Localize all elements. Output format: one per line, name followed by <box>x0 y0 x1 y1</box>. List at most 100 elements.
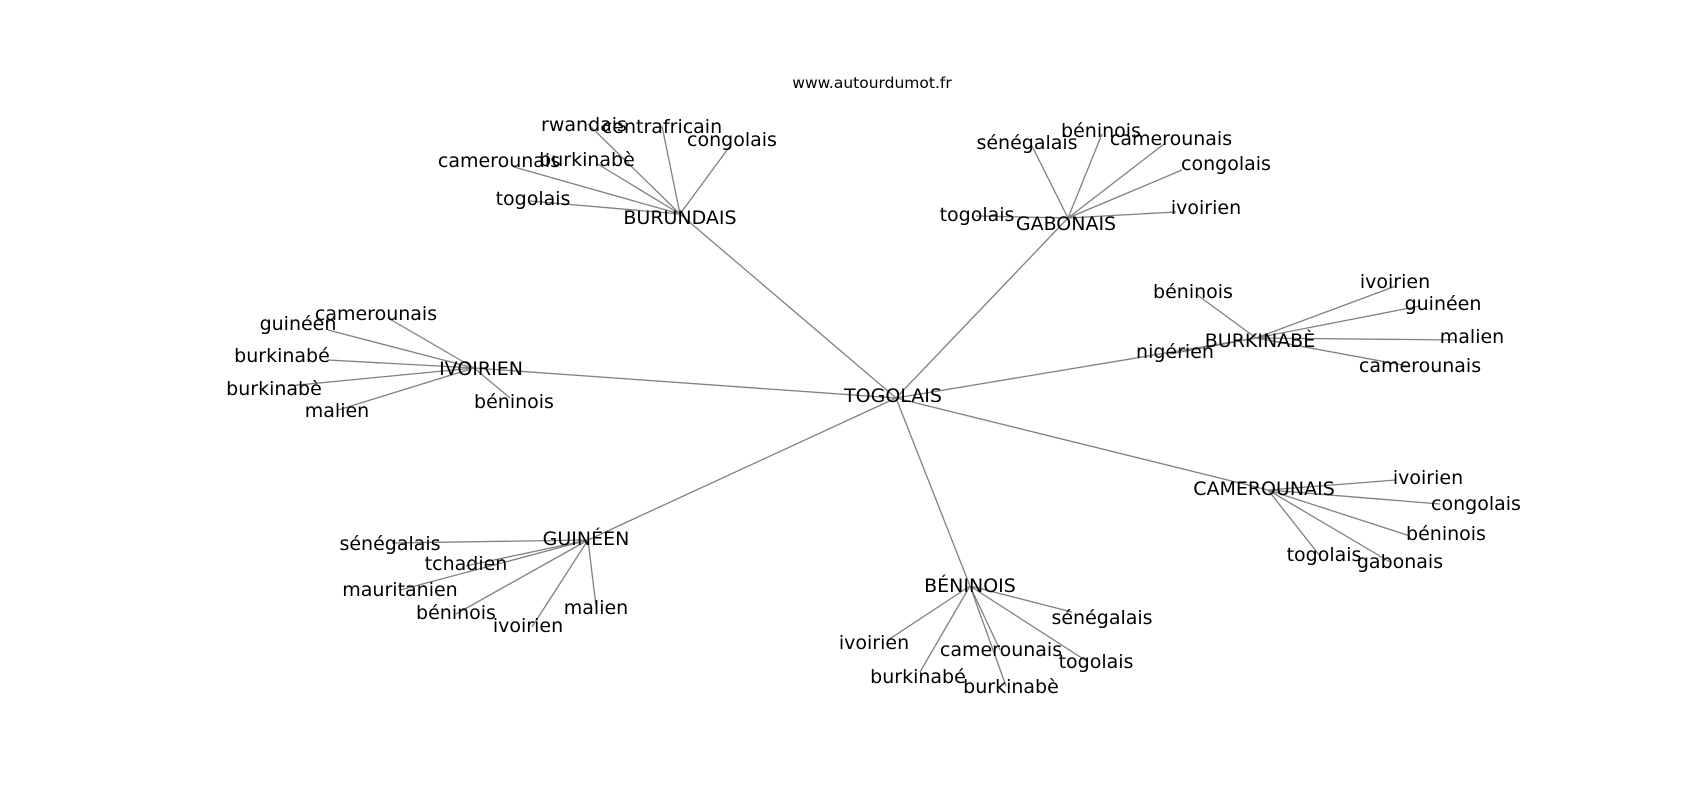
edge-h2-leaf-1 <box>1067 133 1103 219</box>
leaf-node-label: béninois <box>1153 281 1233 303</box>
leaf-node-label: béninois <box>416 602 496 624</box>
leaf-node-label: togolais <box>1287 544 1362 566</box>
leaf-node-label: camerounais <box>1359 355 1481 377</box>
edge-h4-leaf-1 <box>1255 285 1397 339</box>
hub-node-label: BÉNINOIS <box>924 574 1016 597</box>
edge-h6-leaf-4 <box>531 539 589 628</box>
edge-h7-leaf-0 <box>969 585 1073 613</box>
leaf-node-label: ivoirien <box>839 632 909 654</box>
edge-h3-leaf-1 <box>327 329 475 369</box>
leaf-node-label: ivoirien <box>1360 271 1430 293</box>
site-watermark: www.autourdumot.fr <box>792 74 952 92</box>
edge-center-to-h7 <box>895 397 971 587</box>
edge-center-to-h4 <box>895 337 1257 399</box>
leaf-node-label: camerounais <box>315 303 437 325</box>
leaf-node-label: mauritanien <box>342 579 457 601</box>
leaf-node-label: congolais <box>687 129 777 151</box>
edge-h2-leaf-3 <box>1067 169 1183 219</box>
leaf-node-label: burkinabè <box>539 149 635 171</box>
edge-h5-leaf-0 <box>1267 479 1397 491</box>
edge-h4-leaf-0 <box>1195 293 1257 339</box>
edge-h2-leaf-4 <box>975 215 1069 219</box>
hub-node-label: BURUNDAIS <box>623 207 736 229</box>
edge-center-to-h1 <box>679 213 897 399</box>
leaf-node-label: rwandais <box>541 114 627 136</box>
hub-node-label: CAMEROUNAIS <box>1193 478 1335 500</box>
leaf-node-label: centrafricain <box>602 116 722 138</box>
edge-center-to-h3 <box>473 367 897 399</box>
edge-center-to-h2 <box>895 217 1069 399</box>
leaf-node-label: béninois <box>474 391 554 413</box>
leaf-node-label: ivoirien <box>1171 197 1241 219</box>
leaf-node-label: camerounais <box>940 639 1062 661</box>
leaf-node-label: camerounais <box>438 150 560 172</box>
edge-h7-leaf-2 <box>969 585 1001 651</box>
graph-edges <box>287 123 1457 687</box>
hub-node-label: GUINÉEN <box>543 527 630 550</box>
leaf-node-label: gabonais <box>1357 551 1443 573</box>
edge-h4-leaf-5 <box>1255 337 1409 367</box>
edge-h7-leaf-1 <box>887 585 971 641</box>
leaf-node-label: burkinabè <box>963 676 1059 698</box>
edge-h5-leaf-4 <box>1267 489 1391 563</box>
edge-h1-leaf-2 <box>679 145 731 215</box>
edge-h1-leaf-0 <box>587 123 681 215</box>
edge-h1-leaf-1 <box>661 125 681 215</box>
leaf-node-label: camerounais <box>1110 128 1232 150</box>
edge-h7-leaf-4 <box>919 585 971 673</box>
leaf-node-label: burkinabé <box>870 666 966 688</box>
edge-h2-leaf-5 <box>1067 211 1177 219</box>
leaf-node-label: sénégalais <box>1051 607 1152 629</box>
edge-h3-leaf-3 <box>287 367 475 387</box>
edge-h3-leaf-5 <box>473 367 511 399</box>
leaf-node-label: togolais <box>496 188 571 210</box>
leaf-node-label: congolais <box>1181 153 1271 175</box>
edge-h5-leaf-3 <box>1267 489 1321 557</box>
leaf-node-label: tchadien <box>425 553 508 575</box>
leaf-node-label: béninois <box>1406 523 1486 545</box>
edge-center-to-h6 <box>587 397 897 541</box>
edge-h4-leaf-4 <box>1169 337 1257 355</box>
edge-h1-leaf-3 <box>513 166 681 215</box>
edge-h4-leaf-2 <box>1255 305 1421 339</box>
edge-h2-leaf-2 <box>1067 143 1165 219</box>
edge-h1-leaf-4 <box>595 162 681 215</box>
leaf-node-label: malien <box>1440 326 1504 348</box>
edge-center-to-h5 <box>895 397 1269 491</box>
hub-node-label: GABONAIS <box>1016 213 1116 235</box>
hub-node-label: BURKINABÈ <box>1205 329 1315 352</box>
leaf-node-label: ivoirien <box>1393 467 1463 489</box>
leaf-node-label: nigérien <box>1136 341 1214 363</box>
leaf-node-label: sénégalais <box>339 533 440 555</box>
leaf-node-label: togolais <box>940 204 1015 226</box>
graph-labels: TOGOLAISBURUNDAISrwandaiscentrafricainco… <box>226 114 1521 698</box>
edge-h6-leaf-3 <box>455 539 589 615</box>
edge-h6-leaf-5 <box>587 539 597 607</box>
edge-h3-leaf-2 <box>327 359 475 369</box>
edge-h7-leaf-5 <box>969 585 1007 687</box>
edge-h6-leaf-1 <box>465 539 589 567</box>
leaf-node-label: ivoirien <box>493 615 563 637</box>
edge-h5-leaf-2 <box>1267 489 1411 537</box>
center-node-label: TOGOLAIS <box>843 385 942 407</box>
leaf-node-label: malien <box>564 597 628 619</box>
edge-h6-leaf-0 <box>391 539 589 544</box>
edge-h4-leaf-3 <box>1255 337 1457 341</box>
leaf-node-label: sénégalais <box>976 132 1077 154</box>
leaf-node-label: congolais <box>1431 493 1521 515</box>
edge-h7-leaf-3 <box>969 585 1089 663</box>
leaf-node-label: burkinabè <box>226 378 322 400</box>
leaf-node-label: malien <box>305 400 369 422</box>
edge-h2-leaf-0 <box>1031 145 1069 219</box>
edge-h3-leaf-4 <box>337 367 475 411</box>
leaf-node-label: burkinabé <box>234 345 330 367</box>
hub-node-label: IVOIRIEN <box>439 358 523 380</box>
edge-h1-leaf-5 <box>529 200 681 215</box>
leaf-node-label: béninois <box>1061 120 1141 142</box>
leaf-node-label: togolais <box>1059 651 1134 673</box>
edge-h3-leaf-0 <box>387 317 475 369</box>
leaf-node-label: guinéen <box>1405 293 1482 315</box>
edge-h6-leaf-2 <box>399 539 589 591</box>
edge-h5-leaf-1 <box>1267 489 1441 505</box>
